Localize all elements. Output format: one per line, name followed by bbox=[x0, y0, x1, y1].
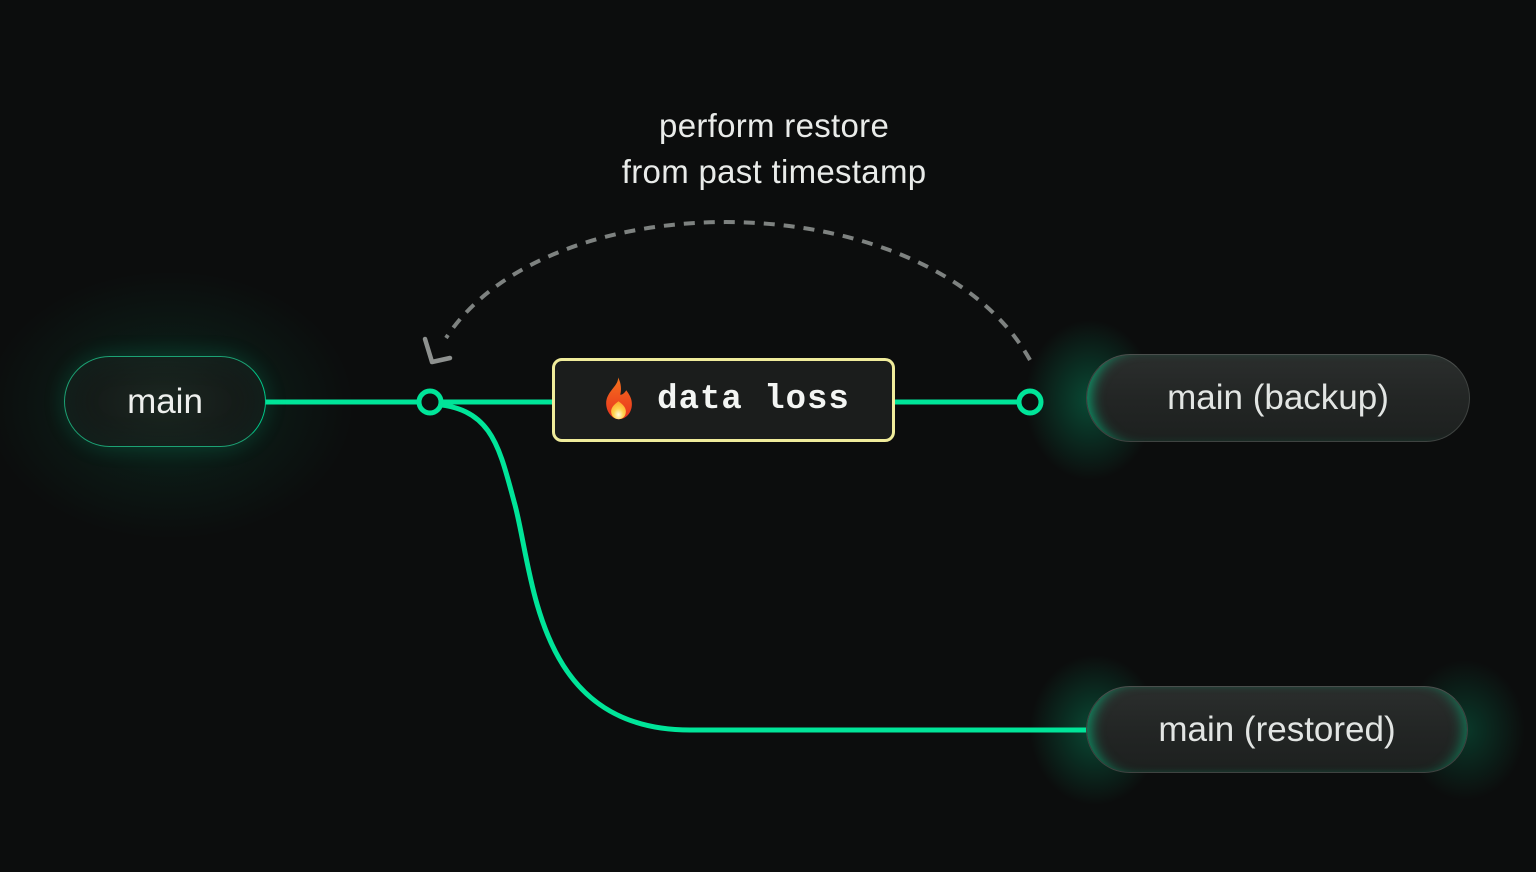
fire-icon bbox=[606, 377, 633, 420]
branch-node-main: main bbox=[64, 356, 266, 447]
branch-label-main: main bbox=[127, 381, 203, 421]
restore-caption-line1: perform restore bbox=[659, 107, 890, 144]
event-label: data loss bbox=[657, 381, 850, 419]
branch-node-backup: main (backup) bbox=[1086, 354, 1470, 442]
restore-arc bbox=[444, 220, 1032, 361]
arrowhead-icon bbox=[422, 336, 453, 365]
data-loss-event-box: data loss bbox=[552, 358, 895, 442]
restore-caption: perform restore from past timestamp bbox=[622, 103, 927, 195]
restore-caption-line2: from past timestamp bbox=[621, 153, 927, 190]
branch-label-backup: main (backup) bbox=[1167, 378, 1389, 417]
branch-node-restored: main (restored) bbox=[1086, 686, 1468, 773]
branch-label-restored: main (restored) bbox=[1158, 709, 1396, 749]
restore-branch-line bbox=[428, 401, 1096, 733]
